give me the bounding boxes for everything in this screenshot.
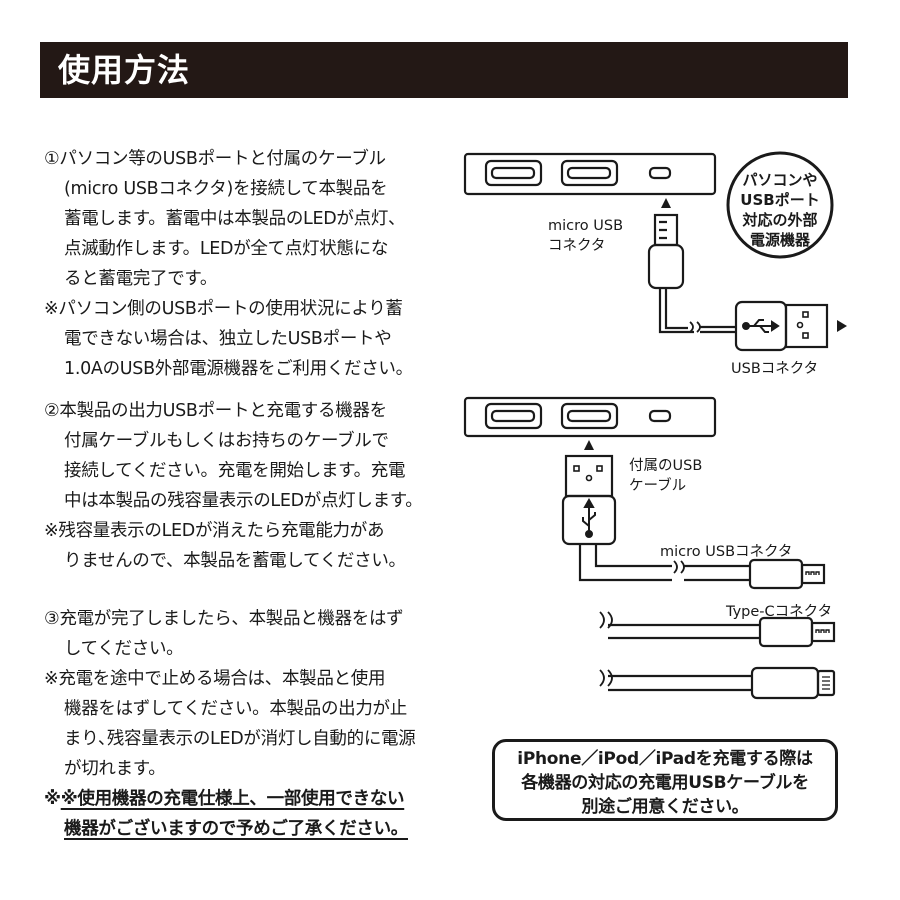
step2-line: 中は本製品の残容量表示のLEDが点灯します。 bbox=[64, 491, 423, 511]
step3-note-line: ※充電を途中で止める場合は、本製品と使用 bbox=[44, 669, 386, 689]
diagram1-micro-label: micro USB bbox=[548, 218, 623, 234]
type-c-connector bbox=[599, 611, 836, 648]
step3-line: ③充電が完了しましたら、本製品と機器をはず bbox=[44, 609, 404, 629]
step3-note-line: まり､残容量表示のLEDが消灯し自動的に電源 bbox=[64, 729, 416, 749]
step3-note-line: 機器をはずしてください。本製品の出力が止 bbox=[64, 699, 407, 719]
step1-note-line: 1.0AのUSB外部電源機器をご利用ください。 bbox=[64, 359, 413, 379]
diagram2-cable bbox=[578, 544, 750, 582]
step3-note-line: が切れます。 bbox=[64, 759, 166, 779]
diagram1-arrow-right-icon bbox=[837, 320, 847, 332]
diagram1-micro-usb-plug bbox=[647, 213, 736, 334]
section-title: 使用方法 bbox=[58, 51, 191, 89]
diagram1-usb-plug bbox=[734, 300, 829, 352]
iphone-note-callout: iPhone／iPod／iPadを充電する際は 各機器の対応の充電用USBケーブ… bbox=[492, 739, 838, 821]
lightning-connector bbox=[599, 666, 836, 700]
step1-note-line: ※パソコン側のUSBポートの使用状況により蓄 bbox=[44, 299, 403, 319]
step3-warning: 機器がございますので予めご了承ください。 bbox=[44, 814, 454, 844]
step3-warning: ※※使用機器の充電仕様上、一部使用できない bbox=[44, 789, 405, 809]
badge-line: USBポート bbox=[740, 191, 819, 209]
step3-warning-line: 機器がございますので予めご了承ください。 bbox=[64, 819, 408, 839]
diagram2-cable-label: 付属のUSB bbox=[629, 457, 702, 474]
diagram2-arrow-up-icon bbox=[584, 440, 594, 450]
step1-instructions: ①パソコン等のUSBポートと付属のケーブル (micro USBコネクタ)を接続… bbox=[44, 144, 454, 384]
diagram1-power-bank bbox=[463, 152, 717, 196]
diagram1-micro-label: コネクタ bbox=[548, 237, 605, 254]
step2-line: 付属ケーブルもしくはお持ちのケーブルで bbox=[64, 431, 389, 451]
step1-line: 点滅動作します。LEDが全て点灯状態にな bbox=[64, 239, 389, 259]
step2-note-line: りませんので、本製品を蓄電してください。 bbox=[64, 551, 406, 571]
diagram1-usb-label: USBコネクタ bbox=[731, 360, 818, 377]
step3-warning-line: ※使用機器の充電仕様上、一部使用できない bbox=[60, 789, 405, 809]
step2-note-line: ※残容量表示のLEDが消えたら充電能力があ bbox=[44, 521, 385, 541]
diagram1-arrow-up-icon bbox=[661, 198, 671, 208]
step1-note-line: 電できない場合は、独立したUSBポートや bbox=[64, 329, 392, 349]
section-header: 使用方法 bbox=[40, 42, 848, 98]
step1-line: (micro USBコネクタ)を接続して本製品を bbox=[64, 179, 388, 199]
micro-usb-connector bbox=[748, 558, 826, 590]
step2-line: ②本製品の出力USBポートと充電する機器を bbox=[44, 401, 387, 421]
diagram2-typec-label: Type-Cコネクタ bbox=[725, 603, 832, 620]
step1-line: ①パソコン等のUSBポートと付属のケーブル bbox=[44, 149, 386, 169]
step1-line: ると蓄電完了です。 bbox=[64, 269, 218, 289]
badge-line: 対応の外部 bbox=[741, 211, 817, 229]
diagram1-usb-symbol-icon bbox=[742, 319, 780, 333]
step2-line: 接続してください。充電を開始します。充電 bbox=[64, 461, 406, 481]
callout-line: iPhone／iPod／iPadを充電する際は bbox=[517, 749, 813, 769]
step1-line: 蓄電します。蓄電中は本製品のLEDが点灯、 bbox=[64, 209, 406, 229]
diagram2-power-bank bbox=[463, 396, 717, 438]
step2-instructions: ②本製品の出力USBポートと充電する機器を 付属ケーブルもしくはお持ちのケーブル… bbox=[44, 396, 454, 576]
badge-line: 電源機器 bbox=[750, 231, 811, 249]
diagram2-micro-label: micro USBコネクタ bbox=[660, 543, 792, 560]
diagram2-usb-plug bbox=[561, 454, 617, 546]
diagram2-usb-symbol-icon bbox=[582, 497, 596, 538]
callout-line: 各機器の対応の充電用USBケーブルを bbox=[521, 773, 809, 793]
badge-line: パソコンや bbox=[742, 171, 817, 189]
step3-line: してください。 bbox=[64, 639, 184, 659]
diagram2-cable-label: ケーブル bbox=[629, 476, 686, 494]
step3-instructions: ③充電が完了しましたら、本製品と機器をはず してください。 ※充電を途中で止める… bbox=[44, 604, 454, 844]
diagram1-badge: パソコンや USBポート 対応の外部 電源機器 bbox=[726, 151, 834, 259]
callout-line: 別途ご用意ください。 bbox=[581, 797, 749, 817]
